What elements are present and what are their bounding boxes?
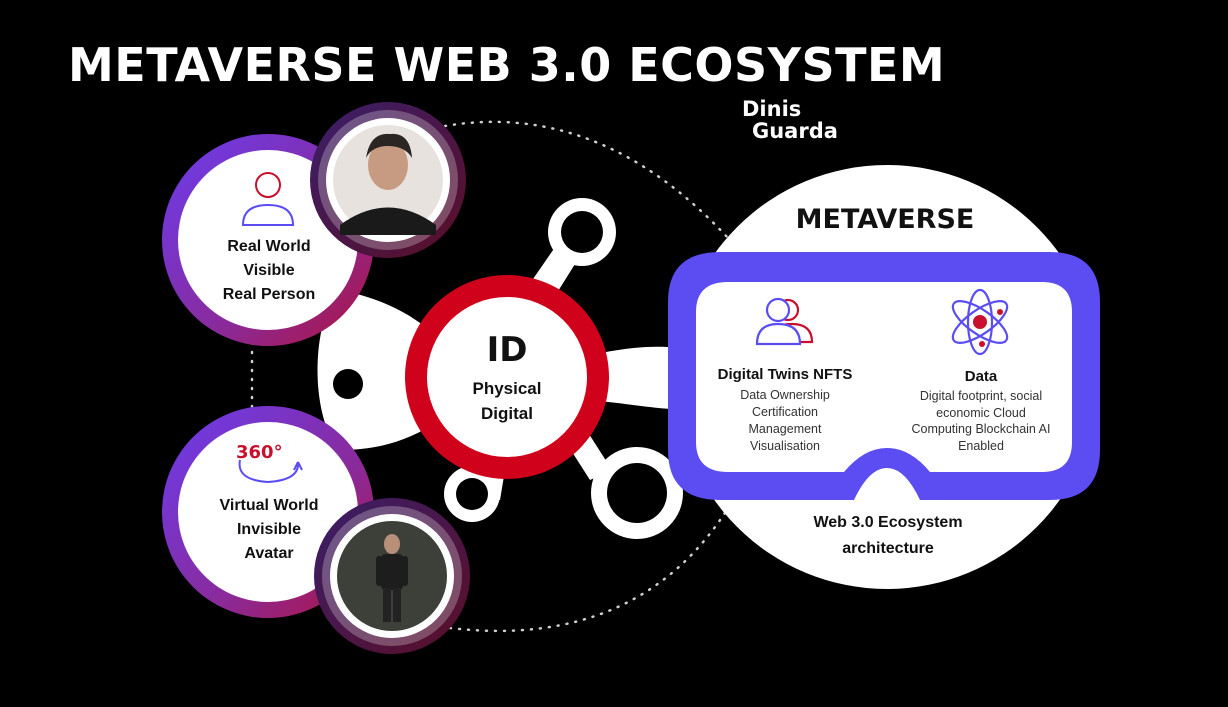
brand-line1: Dinis [742,97,802,121]
users-icon [755,297,814,346]
brand-line2: Guarda [752,119,838,143]
avatar-portrait [337,521,447,631]
id-hub-title: ID [486,330,528,370]
metaverse-title: METAVERSE [795,204,975,235]
data-description: Digital footprint, social economic Cloud… [911,389,1051,453]
digital-twins-title: Digital Twins NFTS [717,366,853,383]
id-hub-subtitle: Physical Digital [472,379,542,423]
real-world-label: Real World Visible Real Person [222,238,316,303]
real-person-portrait [333,125,443,235]
atom-icon [951,288,1009,356]
rotate-360-badge: 360° [236,442,283,463]
web3-architecture-label: Web 3.0 Ecosystem architecture [813,514,963,557]
digital-twins-description: Data Ownership Certification Management … [740,388,830,453]
page-title: METAVERSE WEB 3.0 ECOSYSTEM [68,38,946,92]
dotted-arc-top [443,120,730,240]
data-title: Data [964,368,998,385]
person-icon [241,172,295,226]
rotate-360-icon [238,459,303,484]
dotted-arc-bottom [448,503,732,633]
virtual-world-label: Virtual World Invisible Avatar [219,497,319,562]
brand-logo: Dinis Guarda [742,98,838,142]
